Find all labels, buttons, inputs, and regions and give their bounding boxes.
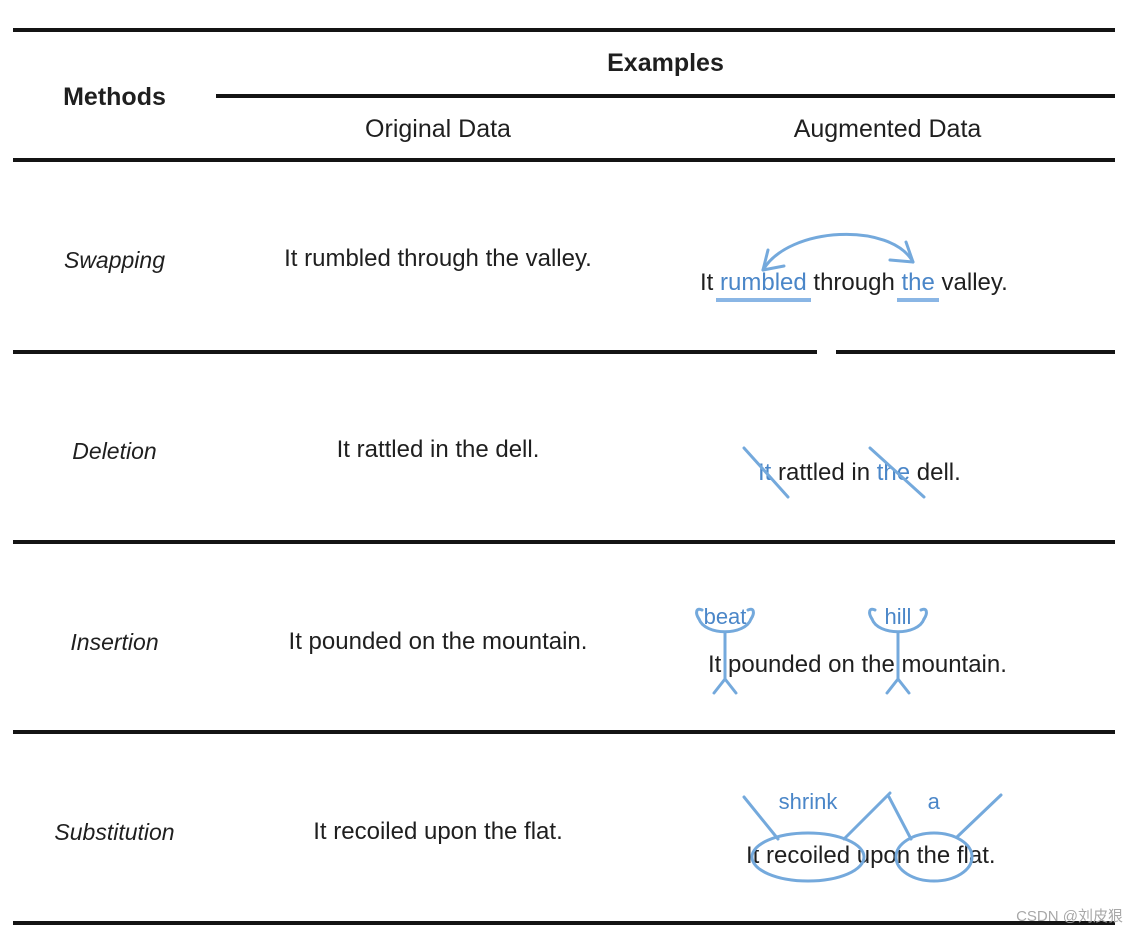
original-sentence-substitution: It recoiled upon the flat. xyxy=(313,818,563,845)
table-rule-row1-left xyxy=(13,350,817,354)
deleted-word-wrap: It xyxy=(742,446,790,499)
inserted-word: hill xyxy=(884,604,912,629)
swapped-word: the xyxy=(897,269,939,302)
table-rule-row1-right xyxy=(836,350,1115,354)
original-sentence-swapping: It rumbled through the valley. xyxy=(284,245,592,272)
augmented-sentence-swapping: It rumbled through the valley. xyxy=(700,232,1008,302)
method-label-deletion: Deletion xyxy=(72,438,157,464)
original-sentence-deletion: It rattled in the dell. xyxy=(336,436,540,463)
sentence-part: through xyxy=(806,269,902,296)
swapped-word: rumbled xyxy=(716,269,811,302)
deleted-word-wrap: the xyxy=(868,446,926,499)
column-header-augmented-data: Augmented Data xyxy=(793,115,982,143)
substitute-word: a xyxy=(927,789,940,814)
column-header-examples: Examples xyxy=(607,49,724,77)
sentence-part: valley. xyxy=(934,269,1008,296)
augmented-sentence-substitution: It recoiled shrink upon the a flat. xyxy=(742,790,1003,883)
table-rule-header-bottom xyxy=(13,158,1115,162)
table-rule-bottom xyxy=(13,921,1115,925)
circled-word: recoiled xyxy=(766,842,851,869)
sentence-part: It xyxy=(746,842,767,869)
original-sentence-insertion: It pounded on the mountain. xyxy=(288,628,588,655)
table-rule-under-examples xyxy=(216,94,1115,98)
method-label-substitution: Substitution xyxy=(54,819,175,845)
csdn-watermark: CSDN @刘皮狠 xyxy=(1016,908,1123,925)
circled-word-wrap: the a xyxy=(887,790,1003,883)
sentence-part: upon xyxy=(850,842,917,869)
deleted-word: the xyxy=(876,459,911,486)
column-header-original-data: Original Data xyxy=(365,115,511,143)
sentence-part: It xyxy=(700,269,721,296)
sentence-text: It pounded on the mountain. xyxy=(708,651,1007,678)
column-header-methods: Methods xyxy=(63,83,166,111)
table-rule-row2 xyxy=(13,540,1115,544)
sentence-part: dell. xyxy=(910,459,961,486)
table-rule-row3 xyxy=(13,730,1115,734)
table-rule-top xyxy=(13,28,1115,32)
augmented-sentence-insertion: It pounded on the mountain. beat hill xyxy=(695,605,1007,695)
substitute-word: shrink xyxy=(778,789,838,814)
method-label-insertion: Insertion xyxy=(70,629,159,655)
deleted-word: It xyxy=(758,459,772,486)
augmented-sentence-deletion: It rattled in the dell. xyxy=(742,446,961,499)
circled-word-wrap: recoiled shrink xyxy=(742,790,892,883)
inserted-word: beat xyxy=(703,604,747,629)
sentence-part: rattled in xyxy=(771,459,877,486)
method-label-swapping: Swapping xyxy=(63,247,166,273)
circled-word: the xyxy=(916,842,951,869)
sentence-part: flat. xyxy=(950,842,996,869)
